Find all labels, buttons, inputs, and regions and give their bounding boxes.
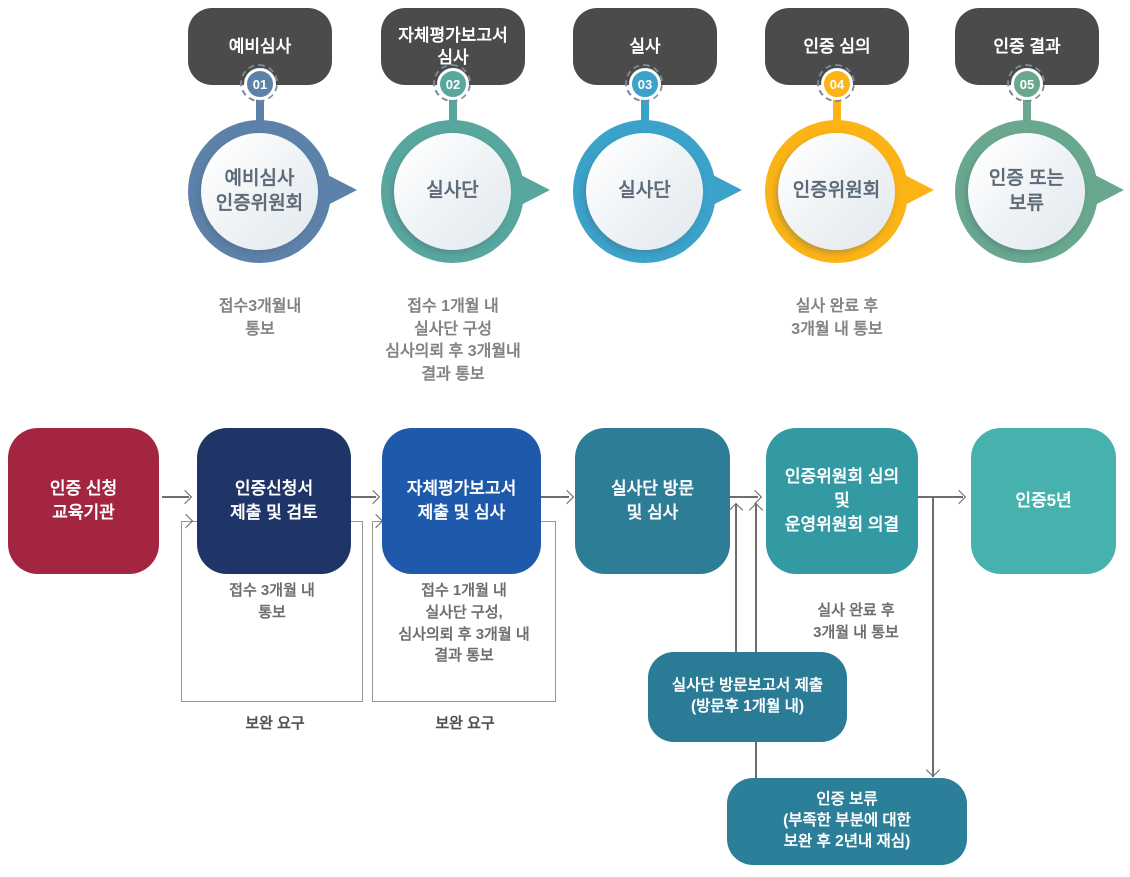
hold-resubmit-connector	[755, 504, 757, 778]
step-circle: 인증위원회	[765, 120, 908, 263]
flow-node-cert5: 인증5년	[971, 428, 1116, 574]
flow-node-visit: 실사단 방문 및 심사	[575, 428, 730, 574]
step-number-dashed-ring	[240, 64, 278, 102]
arrow-up-icon	[748, 502, 764, 518]
step-actor: 실사단	[618, 180, 671, 202]
step-actor: 실사단	[426, 180, 479, 202]
arrow-right-icon	[365, 489, 381, 505]
step-number-badge: 01	[244, 68, 276, 100]
flow-node-submit: 인증신청서 제출 및 검토	[197, 428, 351, 574]
step-number-badge: 02	[437, 68, 469, 100]
step-actor: 예비심사 인증위원회	[215, 167, 304, 214]
step-connector	[449, 98, 457, 126]
flow-node-apply: 인증 신청 교육기관	[8, 428, 159, 574]
arrow-down-icon	[925, 762, 941, 778]
flow-node-hold: 인증 보류 (부족한 부분에 대한 보완 후 2년내 재심)	[727, 778, 967, 865]
supplement-request-label: 보완 요구	[435, 715, 495, 732]
step-number-badge: 05	[1011, 68, 1043, 100]
arrow-right-icon	[559, 489, 575, 505]
report-note: 접수 1개월 내 실사단 구성, 심사의뢰 후 3개월 내 결과 통보	[398, 582, 530, 665]
step-connector	[256, 98, 264, 126]
hold-branch-connector	[932, 497, 934, 777]
step-circle: 인증 또는 보류	[955, 120, 1098, 263]
submit-note: 접수 3개월 내 통보	[229, 582, 315, 621]
step-actor: 인증위원회	[792, 180, 881, 202]
process-step-3: 실사 03 실사단	[573, 0, 742, 420]
flow-arrow-line	[730, 496, 758, 498]
process-step-5: 인증 결과 05 인증 또는 보류	[955, 0, 1124, 420]
step-number-dashed-ring	[433, 64, 471, 102]
flow-node-self-report: 자체평가보고서 제출 및 심사	[382, 428, 541, 574]
step-circle: 실사단	[381, 120, 524, 263]
flow-arrow-line	[351, 496, 376, 498]
step-number-badge: 03	[629, 68, 661, 100]
step-note: 접수3개월내 통보	[218, 298, 302, 338]
flow-arrow-line	[541, 496, 569, 498]
step-actor: 인증 또는 보류	[988, 167, 1065, 214]
flow-arrow-line	[162, 496, 189, 498]
supplement-request-label: 보완 요구	[245, 715, 305, 732]
step-number-dashed-ring	[625, 64, 663, 102]
process-step-4: 인증 심의 04 인증위원회 실사 완료 후 3개월 내 통보	[765, 0, 934, 420]
step-note: 실사 완료 후 3개월 내 통보	[791, 298, 883, 338]
flow-arrow-line	[918, 496, 963, 498]
step-circle: 실사단	[573, 120, 716, 263]
step-note: 접수 1개월 내 실사단 구성 심사의뢰 후 3개월내 결과 통보	[385, 298, 521, 384]
step-title: 인증 결과	[955, 8, 1099, 85]
step-connector	[1023, 98, 1031, 126]
arrow-right-icon	[177, 489, 193, 505]
step-connector	[641, 98, 649, 126]
step-connector	[833, 98, 841, 126]
visit-report-connector	[735, 504, 737, 652]
flow-node-committee: 인증위원회 심의 및 운영위원회 의결	[766, 428, 918, 574]
step-title: 실사	[573, 8, 717, 85]
step-number-badge: 04	[821, 68, 853, 100]
step-circle: 예비심사 인증위원회	[188, 120, 331, 263]
step-number-dashed-ring	[817, 64, 855, 102]
committee-note: 실사 완료 후 3개월 내 통보	[813, 602, 899, 641]
arrow-right-icon	[951, 489, 967, 505]
arrow-up-icon	[728, 502, 744, 518]
step-number-dashed-ring	[1007, 64, 1045, 102]
process-step-2: 자체평가보고서 심사 02 실사단 접수 1개월 내 실사단 구성 심사의뢰 후…	[381, 0, 550, 420]
process-step-1: 예비심사 01 예비심사 인증위원회 접수3개월내 통보	[188, 0, 357, 420]
flow-node-visit-report: 실사단 방문보고서 제출 (방문후 1개월 내)	[648, 652, 847, 742]
